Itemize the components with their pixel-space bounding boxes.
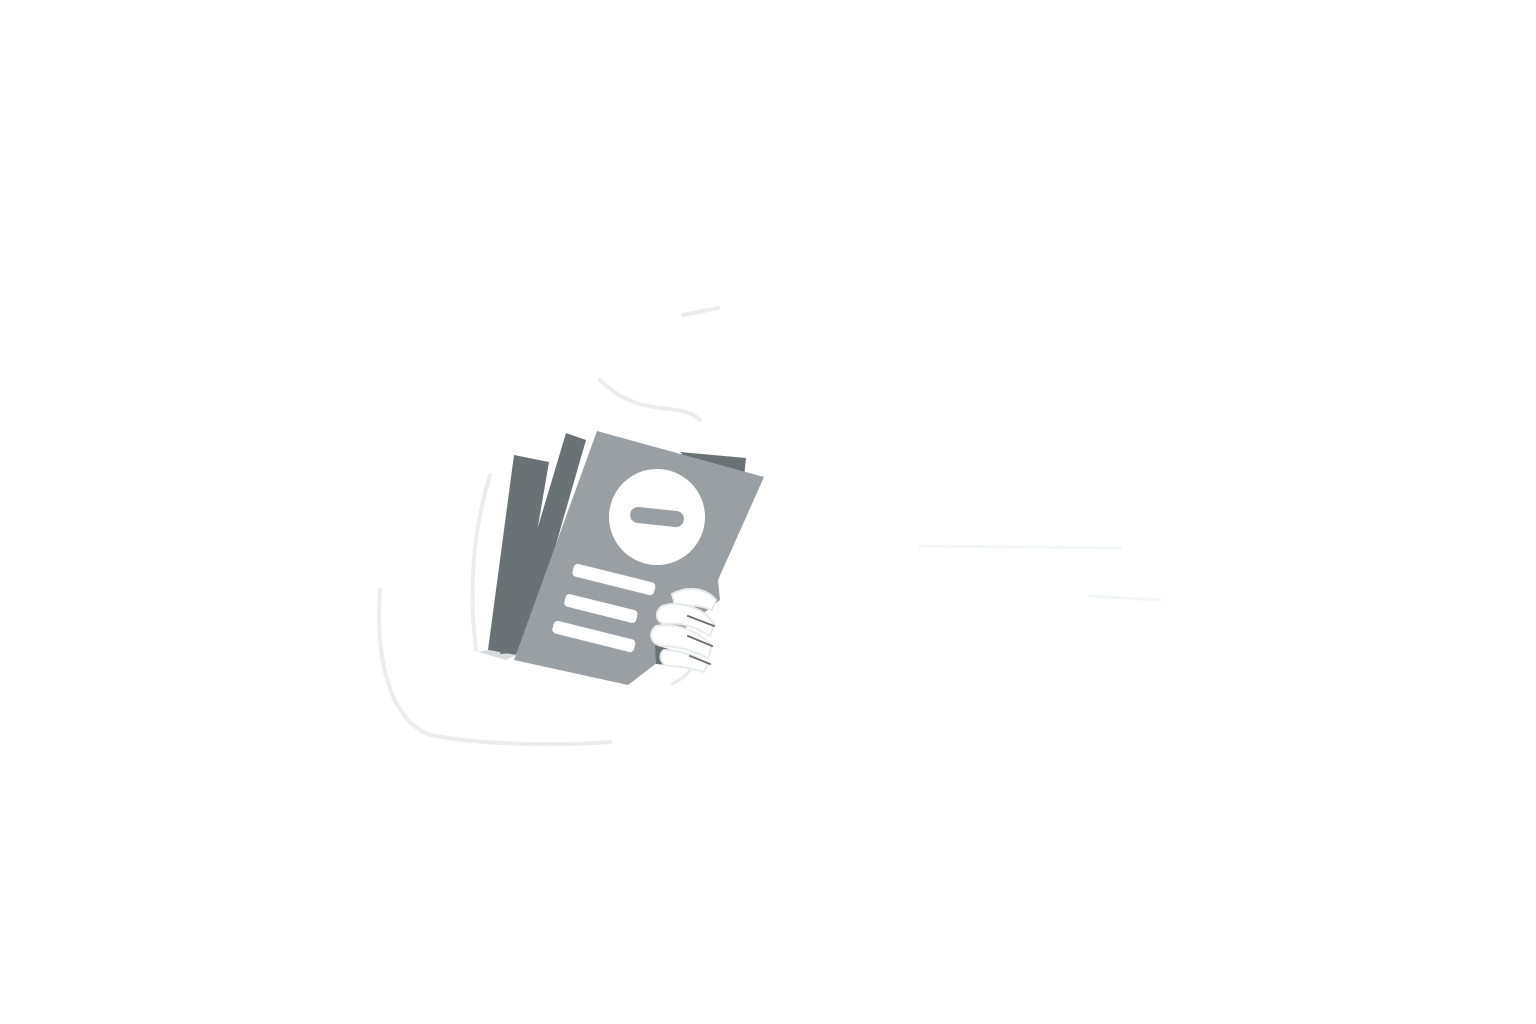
text-line <box>564 594 638 623</box>
minus-icon <box>630 507 684 527</box>
hand <box>650 587 718 686</box>
back-page <box>488 455 549 655</box>
text-line <box>552 620 636 653</box>
text-line <box>572 563 656 596</box>
faint-smudge <box>918 544 1162 602</box>
back-page <box>500 433 586 654</box>
page-edge <box>478 650 516 660</box>
soft-outline <box>377 306 720 747</box>
